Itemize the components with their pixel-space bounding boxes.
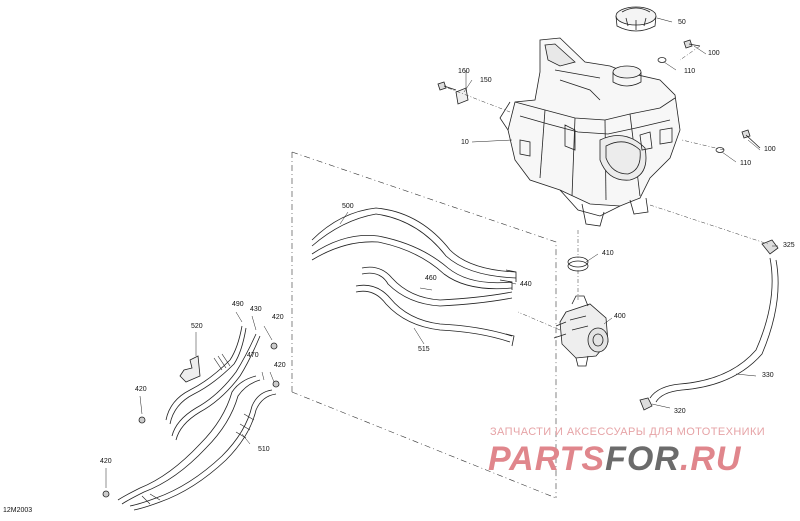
callout-515: 515 (418, 346, 430, 353)
callout-520: 520 (191, 323, 203, 330)
fuel-cap (615, 6, 657, 32)
screw-160 (437, 81, 457, 91)
callout-420-d: 420 (100, 458, 112, 465)
clip-420-a (270, 342, 278, 350)
assembly-outline (291, 151, 557, 499)
washer-lower (715, 147, 725, 153)
callout-leaders (105, 45, 778, 488)
callout-470: 470 (247, 352, 259, 359)
callout-320: 320 (674, 408, 686, 415)
callout-420-b: 420 (274, 362, 286, 369)
watermark-brand-part2: FOR (605, 440, 680, 478)
callout-510: 510 (258, 446, 270, 453)
hose-515 (355, 284, 515, 347)
callout-110-upper: 110 (684, 68, 696, 75)
callout-420-c: 420 (135, 386, 147, 393)
hose-460 (361, 266, 513, 307)
watermark-tagline: ЗАПЧАСТИ И АКСЕССУАРЫ ДЛЯ МОТОТЕХНИКИ (490, 426, 766, 438)
washer-upper (657, 57, 667, 63)
callout-440: 440 (520, 281, 532, 288)
callout-100-lower: 100 (764, 146, 776, 153)
callout-325: 325 (783, 242, 795, 249)
callout-490: 490 (232, 301, 244, 308)
callout-400: 400 (614, 313, 626, 320)
hose-500 (311, 207, 517, 290)
hose-330 (649, 257, 779, 403)
callout-330: 330 (762, 372, 774, 379)
callout-430: 430 (250, 306, 262, 313)
bracket-150 (455, 87, 469, 105)
callout-410: 410 (602, 250, 614, 257)
leader-lines (447, 45, 769, 331)
fitting-325 (761, 239, 779, 255)
watermark-brand-part1: PARTS (488, 440, 606, 478)
callout-420-a: 420 (272, 314, 284, 321)
callout-10: 10 (461, 139, 469, 146)
callout-460: 460 (425, 275, 437, 282)
hose-490 (165, 325, 247, 425)
callout-500: 500 (342, 203, 354, 210)
bracket-520 (179, 355, 201, 383)
callout-160: 160 (458, 68, 470, 75)
diagram-reference-code: 12M2003 (3, 507, 33, 514)
clip-420-b (272, 380, 280, 388)
fitting-320 (639, 397, 653, 411)
clamp-410 (567, 256, 589, 272)
clip-420-c (138, 416, 146, 424)
callout-150: 150 (480, 77, 492, 84)
hose-470 (117, 375, 261, 505)
callout-50: 50 (678, 19, 686, 26)
callout-110-lower: 110 (740, 160, 752, 167)
fuel-tank (499, 37, 681, 227)
callout-100-upper: 100 (708, 50, 720, 57)
clip-420-d (102, 490, 110, 498)
hose-430 (171, 333, 261, 441)
bolt-lower-right (741, 129, 761, 149)
watermark-logo: PARTSFOR.RU (488, 440, 741, 479)
bolt-upper-right (683, 39, 701, 49)
fuel-pump-400 (553, 295, 609, 367)
hose-510 (129, 389, 277, 511)
watermark-brand-part3: .RU (679, 440, 742, 478)
